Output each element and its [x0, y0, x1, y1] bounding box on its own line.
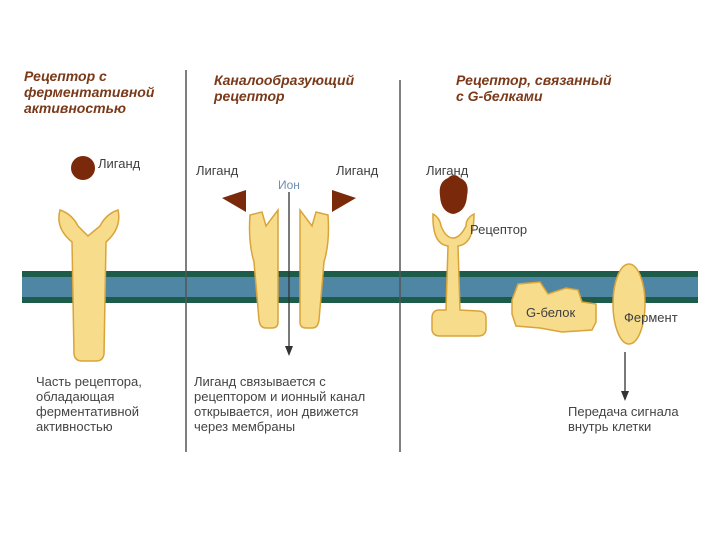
caption-channel-receptor: Лиганд связывается с рецептором и ионный… — [194, 374, 366, 434]
g-receptor-ligand — [439, 175, 468, 214]
channel-left-half — [248, 207, 279, 329]
ligand-triangle-right — [332, 190, 356, 212]
label-receptor: Рецептор — [470, 222, 528, 237]
label-ion: Ион — [278, 178, 300, 192]
signal-arrowhead — [621, 391, 629, 401]
label-g-protein: G-белок — [526, 305, 576, 320]
channel-right-half — [299, 207, 330, 329]
label-enzyme: Фермент — [624, 310, 678, 325]
cell-membrane — [22, 271, 698, 303]
ion-flow-arrowhead — [285, 346, 293, 356]
heading-enzymatic-receptor: Рецептор с ферментативной активностью — [24, 68, 155, 116]
g-receptor — [431, 212, 487, 337]
enzyme — [612, 263, 646, 345]
ligand-triangle-left — [222, 190, 246, 212]
caption-signal-transfer: Передача сигнала внутрь клетки — [568, 404, 679, 434]
heading-g-protein-receptor: Рецептор, связанный с G-белками — [456, 72, 612, 104]
enzyme-receptor — [58, 209, 120, 362]
g-protein — [511, 281, 597, 333]
label-ligand-1: Лиганд — [98, 156, 141, 171]
label-ligand-3: Лиганд — [426, 163, 469, 178]
label-ligand-right: Лиганд — [336, 163, 379, 178]
caption-enzymatic-receptor: Часть рецептора, обладающая ферментативн… — [36, 374, 142, 434]
heading-channel-receptor: Каналообразующий рецептор — [214, 72, 355, 104]
label-ligand-left: Лиганд — [196, 163, 239, 178]
ligand-ball — [71, 156, 95, 180]
